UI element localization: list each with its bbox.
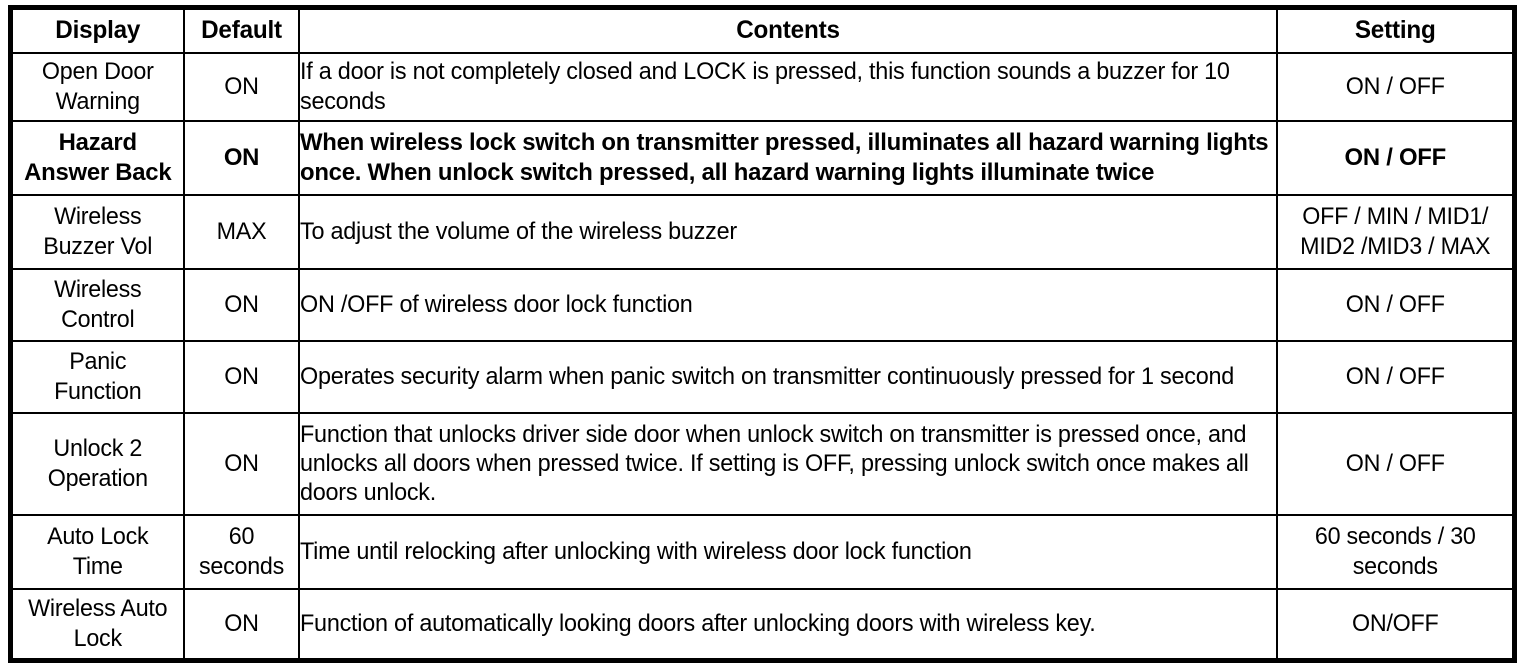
default-value: ON [223, 610, 259, 638]
default-value: ON [223, 362, 259, 390]
table-row: Wireless Buzzer Vol MAX To adjust the vo… [9, 193, 1516, 270]
display-label: Auto Lock Time [47, 523, 149, 580]
contents-text: Time until relocking after unlocking wit… [299, 537, 972, 565]
default-value: ON [223, 72, 259, 100]
cell-contents: Function of automatically looking doors … [297, 587, 1278, 662]
setting-options: ON/OFF [1351, 610, 1439, 638]
default-value: ON [223, 290, 259, 318]
contents-text: ON /OFF of wireless door lock function [299, 290, 693, 318]
contents-text: If a door is not completely closed and L… [299, 58, 1230, 115]
wireless-settings-table: Display Default Contents Setting Open Do… [8, 5, 1517, 663]
contents-text: When wireless lock switch on transmitter… [299, 129, 1269, 186]
cell-default: ON [182, 411, 300, 516]
display-label: Wireless Control [54, 276, 142, 333]
table-row: Hazard Answer Back ON When wireless lock… [9, 119, 1516, 196]
cell-contents: Time until relocking after unlocking wit… [297, 513, 1278, 590]
setting-options: ON / OFF [1345, 449, 1445, 477]
table-header: Display Default Contents Setting [9, 6, 1516, 54]
cell-display: Panic Function [9, 339, 185, 414]
column-header-display-label: Display [55, 16, 141, 44]
column-header-setting: Setting [1275, 6, 1516, 54]
cell-setting: ON / OFF [1275, 339, 1516, 414]
cell-contents: ON /OFF of wireless door lock function [297, 267, 1278, 342]
cell-display: Unlock 2 Operation [9, 411, 185, 516]
default-value: 60 seconds [198, 523, 284, 580]
default-value: ON [223, 143, 259, 171]
cell-setting: ON / OFF [1275, 119, 1516, 196]
cell-default: 60 seconds [182, 513, 300, 590]
cell-default: MAX [182, 193, 300, 270]
contents-text: To adjust the volume of the wireless buz… [299, 217, 737, 245]
default-value: ON [223, 449, 259, 477]
cell-display: Wireless Control [9, 267, 185, 342]
display-label: Open Door Warning [41, 58, 154, 115]
cell-contents: If a door is not completely closed and L… [297, 51, 1278, 122]
cell-contents: To adjust the volume of the wireless buz… [297, 193, 1278, 270]
display-label: Wireless Auto Lock [28, 595, 168, 652]
table-row: Auto Lock Time 60 seconds Time until rel… [9, 513, 1516, 590]
cell-display: Open Door Warning [9, 51, 185, 122]
column-header-contents-label: Contents [735, 16, 840, 44]
column-header-display: Display [9, 6, 185, 54]
table-row: Open Door Warning ON If a door is not co… [9, 51, 1516, 122]
column-header-contents: Contents [297, 6, 1278, 54]
cell-setting: ON/OFF [1275, 587, 1516, 662]
cell-default: ON [182, 51, 300, 122]
cell-setting: ON / OFF [1275, 51, 1516, 122]
cell-setting: ON / OFF [1275, 411, 1516, 516]
column-header-default-label: Default [200, 16, 282, 44]
setting-options: ON / OFF [1345, 290, 1445, 318]
table-body: Open Door Warning ON If a door is not co… [9, 51, 1516, 662]
setting-options: ON / OFF [1345, 362, 1445, 390]
cell-display: Wireless Auto Lock [9, 587, 185, 662]
cell-contents: When wireless lock switch on transmitter… [297, 119, 1278, 196]
table-row: Wireless Auto Lock ON Function of automa… [9, 587, 1516, 662]
contents-text: Function that unlocks driver side door w… [299, 420, 1249, 507]
table-row: Unlock 2 Operation ON Function that unlo… [9, 411, 1516, 516]
header-row: Display Default Contents Setting [9, 6, 1516, 54]
display-label: Panic Function [54, 348, 142, 405]
setting-options: ON / OFF [1345, 72, 1445, 100]
cell-default: ON [182, 267, 300, 342]
setting-options: ON / OFF [1344, 143, 1446, 171]
contents-text: Function of automatically looking doors … [299, 610, 1096, 638]
display-label: Hazard Answer Back [24, 129, 172, 186]
setting-options: 60 seconds / 30 seconds [1314, 523, 1476, 580]
table-row: Wireless Control ON ON /OFF of wireless … [9, 267, 1516, 342]
cell-default: ON [182, 339, 300, 414]
display-label: Wireless Buzzer Vol [43, 203, 153, 260]
table-row: Panic Function ON Operates security alar… [9, 339, 1516, 414]
setting-options: OFF / MIN / MID1/ MID2 /MID3 / MAX [1299, 203, 1490, 260]
display-label: Unlock 2 Operation [47, 435, 148, 492]
cell-default: ON [182, 119, 300, 196]
default-value: MAX [216, 217, 266, 245]
cell-setting: ON / OFF [1275, 267, 1516, 342]
cell-default: ON [182, 587, 300, 662]
column-header-default: Default [182, 6, 300, 54]
cell-display: Hazard Answer Back [9, 119, 185, 196]
contents-text: Operates security alarm when panic switc… [299, 362, 1234, 390]
cell-display: Wireless Buzzer Vol [9, 193, 185, 270]
cell-setting: OFF / MIN / MID1/ MID2 /MID3 / MAX [1275, 193, 1516, 270]
cell-contents: Function that unlocks driver side door w… [297, 411, 1278, 516]
column-header-setting-label: Setting [1354, 16, 1436, 44]
cell-display: Auto Lock Time [9, 513, 185, 590]
cell-contents: Operates security alarm when panic switc… [297, 339, 1278, 414]
cell-setting: 60 seconds / 30 seconds [1275, 513, 1516, 590]
